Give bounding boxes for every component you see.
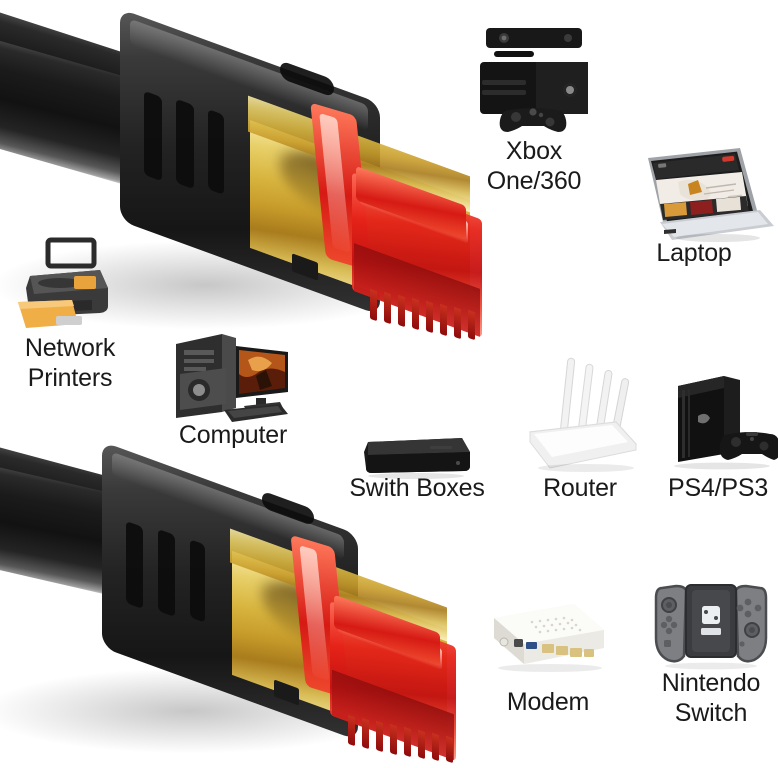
contact-pin: [446, 735, 453, 764]
network-switch-icon: [358, 426, 474, 482]
boot-fin: [158, 528, 175, 618]
label-modem: Modem: [506, 688, 590, 716]
label-ps4-ps3: PS4/PS3: [667, 474, 769, 502]
contact-pin: [370, 288, 377, 322]
laptop-icon: [618, 142, 778, 246]
label-nintendo-switch: Nintendo Switch: [661, 669, 761, 727]
contact-pin: [412, 297, 419, 331]
contact-pin: [418, 729, 425, 760]
rj45-connector-bottom: [0, 400, 530, 768]
playstation-icon: [664, 368, 778, 472]
contact-pin: [384, 291, 391, 325]
label-xbox: Xbox One/360: [486, 137, 582, 195]
label-laptop: Laptop: [656, 239, 732, 267]
contact-pin: [440, 303, 447, 337]
label-switch-boxes: Swith Boxes: [349, 474, 485, 502]
contact-pin: [398, 294, 405, 328]
wifi-router-icon: [524, 352, 642, 478]
boot-fin: [126, 520, 143, 610]
desktop-computer-icon: [168, 330, 294, 426]
boot-fin: [208, 109, 224, 195]
contact-pin: [468, 309, 475, 341]
label-router: Router: [543, 474, 617, 502]
contact-pin: [362, 717, 369, 750]
boot-fin: [190, 539, 205, 623]
boot-fin: [176, 98, 194, 190]
contact-pin: [376, 720, 383, 753]
printer-icon: [12, 236, 120, 336]
contact-pin: [404, 726, 411, 758]
contact-pin: [348, 714, 355, 747]
boot-fin: [144, 90, 162, 182]
label-network-printers: Network Printers: [24, 334, 116, 392]
contact-pin: [454, 306, 461, 340]
contact-pin: [426, 300, 433, 334]
modem-icon: [482, 592, 610, 678]
nintendo-switch-icon: [652, 580, 770, 672]
xbox-console-icon: [472, 24, 596, 136]
contact-pin: [390, 723, 397, 756]
label-computer: Computer: [178, 421, 288, 449]
contact-pin: [432, 732, 439, 762]
